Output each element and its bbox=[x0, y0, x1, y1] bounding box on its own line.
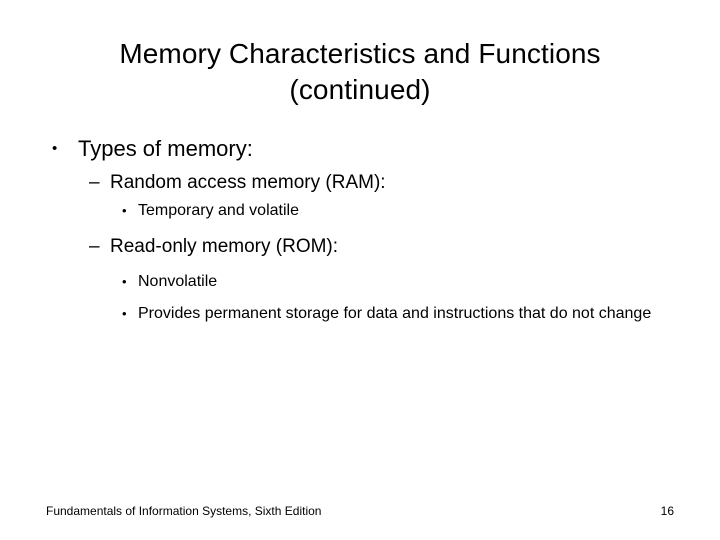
bullet-random-access-memory: – Random access memory (RAM): bbox=[46, 169, 682, 196]
bullet-marker-dot-icon: • bbox=[122, 306, 127, 321]
bullet-marker-dot-icon: • bbox=[122, 274, 127, 289]
bullet-marker-dot-icon: • bbox=[122, 203, 127, 218]
bullet-nonvolatile: • Nonvolatile bbox=[46, 270, 682, 293]
bullet-text-types-of-memory: Types of memory: bbox=[78, 136, 253, 161]
slide-body: • Types of memory: – Random access memor… bbox=[46, 134, 682, 334]
footer-page-number: 16 bbox=[660, 504, 674, 518]
footer-source-text: Fundamentals of Information Systems, Six… bbox=[46, 504, 322, 518]
bullet-permanent-storage: • Provides permanent storage for data an… bbox=[46, 302, 682, 325]
bullet-text-nonvolatile: Nonvolatile bbox=[138, 273, 218, 290]
slide-title-line-1: Memory Characteristics and Functions bbox=[119, 38, 601, 69]
bullet-read-only-memory: – Read-only memory (ROM): bbox=[46, 233, 682, 260]
bullet-marker-dash-icon: – bbox=[89, 172, 100, 193]
bullet-types-of-memory: • Types of memory: bbox=[46, 134, 682, 164]
bullet-marker-dash-icon: – bbox=[89, 236, 100, 257]
bullet-text-read-only-memory: Read-only memory (ROM): bbox=[110, 236, 339, 257]
bullet-text-temporary-and-volatile: Temporary and volatile bbox=[138, 202, 299, 219]
bullet-temporary-and-volatile: • Temporary and volatile bbox=[46, 199, 682, 222]
bullet-text-random-access-memory: Random access memory (RAM): bbox=[110, 172, 386, 193]
bullet-text-permanent-storage: Provides permanent storage for data and … bbox=[138, 305, 652, 322]
slide-title: Memory Characteristics and Functions (co… bbox=[36, 36, 684, 108]
slide-title-line-2: (continued) bbox=[289, 74, 431, 105]
bullet-marker-dot-icon: • bbox=[52, 140, 58, 157]
slide-footer: Fundamentals of Information Systems, Six… bbox=[46, 503, 674, 519]
